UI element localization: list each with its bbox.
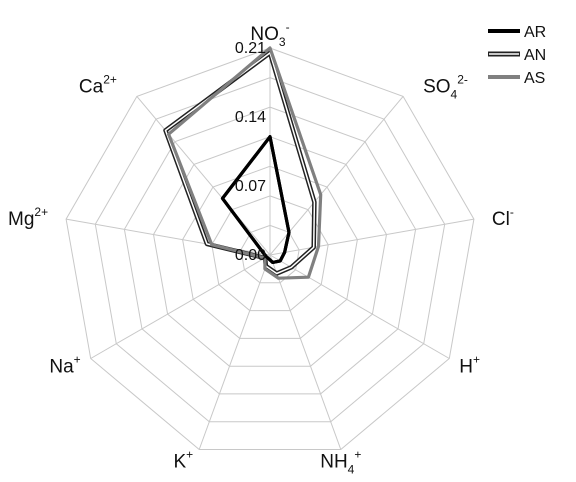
series-AS <box>167 46 323 280</box>
spoke <box>269 96 404 256</box>
legend: AR AN AS <box>488 24 546 87</box>
axis-label: Ca2+ <box>79 72 117 97</box>
axis-label: Na+ <box>49 353 80 378</box>
tick-label: 0.07 <box>235 178 266 195</box>
radar-series <box>163 46 323 280</box>
grid-ring <box>123 106 417 395</box>
tick-label: 0.14 <box>235 109 266 126</box>
legend-label: AR <box>524 24 546 41</box>
axis-label: H+ <box>459 353 480 378</box>
axis-label: NH4+ <box>320 448 361 477</box>
grid-ring <box>65 47 475 450</box>
legend-item-AR: AR <box>488 24 546 41</box>
tick-label: 0.00 <box>235 247 266 264</box>
axis-label: Cl- <box>492 205 514 230</box>
legend-item-AS: AS <box>488 70 545 87</box>
axis-label: Mg2+ <box>8 205 48 230</box>
spoke <box>90 254 271 359</box>
radar-axis-labels: NO3- SO42- Cl- H+ NH4+ K+ Na+ Mg2+ Ca2+ <box>8 20 514 477</box>
spoke <box>269 218 474 256</box>
spoke <box>269 254 342 450</box>
grid-ring <box>152 136 388 367</box>
radar-tick-labels: 0.00 0.07 0.14 0.21 <box>235 40 266 264</box>
legend-item-AN: AN <box>488 47 546 64</box>
axis-label: SO42- <box>423 72 468 101</box>
series-AR-top <box>220 135 291 264</box>
grid-ring <box>94 77 446 423</box>
legend-label: AS <box>524 70 545 87</box>
series-AN-inner <box>164 52 316 275</box>
grid-ring <box>240 224 300 284</box>
radar-spokes <box>66 48 474 450</box>
spoke <box>136 96 271 256</box>
spoke <box>269 254 450 359</box>
spoke <box>198 254 271 450</box>
tick-label: 0.21 <box>235 40 266 57</box>
legend-label: AN <box>524 47 546 64</box>
axis-label: NO3- <box>250 20 289 49</box>
axis-label: K+ <box>173 448 193 473</box>
